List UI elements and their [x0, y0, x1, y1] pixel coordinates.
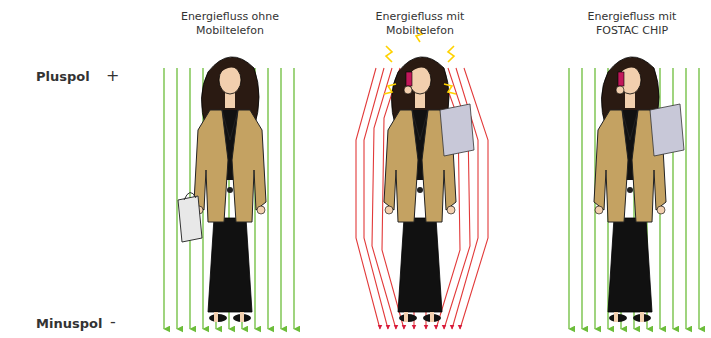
woman-with-phone: [406, 72, 412, 86]
woman-with-phone: [444, 84, 456, 94]
woman-with-fostac-chip: [650, 104, 684, 156]
woman-with-phone: [386, 46, 392, 62]
green-flow-lines-left: [280, 68, 281, 329]
woman-with-phone: [404, 86, 412, 94]
green-flow-lines-left: [176, 68, 177, 329]
woman-with-fostac-chip: [618, 72, 624, 86]
pole-sign: +: [106, 66, 126, 87]
woman-with-phone: [384, 28, 456, 94]
woman-with-fostac-chip: [594, 57, 684, 322]
woman-without-phone: [178, 57, 266, 322]
green-flow-lines-left: [293, 68, 294, 329]
red-flow-lines: [356, 68, 380, 329]
woman-without-phone: [184, 192, 196, 200]
woman-with-phone: [448, 46, 454, 62]
column-heading: Energiefluss ohne Mobiltelefon: [165, 10, 295, 39]
column-heading: Energiefluss mit Mobiltelefon: [355, 10, 485, 39]
green-flow-lines-left: [267, 68, 268, 329]
woman-with-phone: [440, 104, 474, 156]
woman-with-phone: [384, 84, 396, 94]
woman-with-fostac-chip: [616, 86, 624, 94]
green-flow-lines-right: [685, 68, 686, 329]
woman-without-phone: [178, 196, 202, 242]
woman-with-phone: [384, 57, 456, 322]
green-flow-lines-right: [581, 68, 582, 329]
pole-label: Pluspol: [36, 69, 116, 86]
green-flow-lines-left: [163, 68, 164, 329]
pole-sign: -: [110, 312, 130, 333]
woman-with-phone: [384, 28, 474, 322]
column-heading: Energiefluss mit FOSTAC CHIP: [567, 10, 697, 39]
green-flow-lines-right: [568, 68, 569, 329]
green-flow-lines-right: [698, 68, 699, 329]
woman-with-fostac-chip: [594, 57, 666, 322]
woman-without-phone: [194, 57, 266, 322]
